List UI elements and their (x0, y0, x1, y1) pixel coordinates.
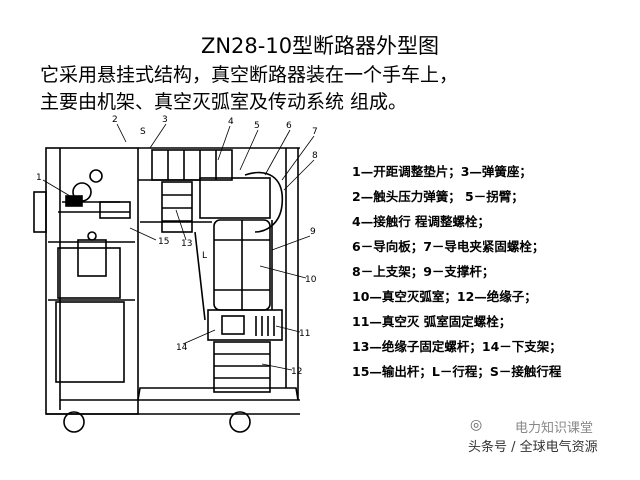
page-title: ZN28-10型断路器外型图 (200, 34, 440, 58)
intro-line-2: 主要由机架、真空灭弧室及传动系统 组成。 (40, 91, 408, 113)
callout-11: 11 (299, 329, 310, 339)
callout-1: 1 (36, 173, 42, 183)
standing-insulator (161, 181, 193, 233)
callout-7: 7 (312, 127, 318, 137)
parts-legend: 1—开距调整垫片；3—弹簧座； 2—触头压力弹簧； 5－拐臂； 4—接触行 程调… (352, 162, 562, 387)
lever-bar (99, 201, 131, 219)
callout-6: 6 (286, 121, 292, 131)
frame-handle (33, 191, 47, 233)
spring-coil (77, 239, 107, 277)
lower-box (55, 301, 125, 383)
wheel-left (63, 411, 85, 433)
callout-13: 13 (181, 239, 192, 249)
intro-line-1: 它采用悬挂式结构，真空断路器装在一个手车上， (40, 64, 459, 86)
lower-clamp (207, 309, 283, 341)
callout-l: L (202, 251, 207, 261)
callout-4: 4 (228, 117, 234, 127)
legend-line: 15—输出杆；L－行程；S－接触行程 (352, 364, 562, 379)
watermark-source: 头条号 / 全球电气资源 (468, 440, 598, 455)
legend-line: 2—触头压力弹簧； 5－拐臂； (352, 189, 524, 204)
callout-8: 8 (312, 151, 318, 161)
legend-line: 13—绝缘子固定螺杆；14－下支架； (352, 339, 562, 354)
watermark-brand: 电力知识课堂 (515, 421, 594, 436)
wheel-right (229, 411, 251, 433)
callout-5: 5 (254, 121, 260, 131)
callout-12: 12 (291, 367, 302, 377)
callout-2: 2 (112, 115, 118, 125)
legend-line: 8－上支架；9－支撑杆； (352, 264, 495, 279)
callout-15: 15 (158, 237, 169, 247)
callout-14: 14 (176, 343, 188, 353)
wechat-icon: ◎ (470, 417, 483, 433)
callout-s: S (140, 127, 146, 137)
legend-line: 1—开距调整垫片；3—弹簧座； (352, 164, 532, 179)
upper-bracket (199, 177, 271, 219)
callout-3: 3 (162, 115, 168, 125)
upper-insulator (151, 149, 233, 181)
legend-line: 6－导向板；7－导电夹紧固螺栓； (352, 239, 545, 254)
legend-line: 4—接触行 程调整螺栓； (352, 214, 491, 229)
legend-line: 11—真空灭 弧室固定螺栓； (352, 314, 512, 329)
lower-insulator (213, 341, 271, 393)
legend-line: 10—真空灭弧室；12—绝缘子； (352, 289, 537, 304)
mechanism-box (57, 247, 121, 299)
callout-10: 10 (305, 275, 317, 285)
callout-9: 9 (310, 227, 316, 237)
